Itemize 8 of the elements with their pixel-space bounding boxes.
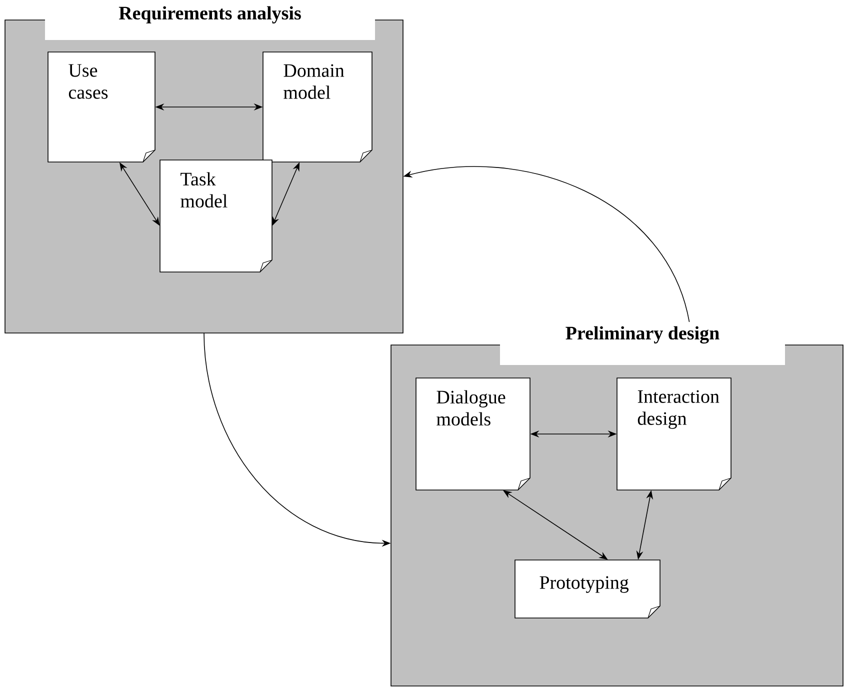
panel-heading: Requirements analysis bbox=[45, 0, 375, 40]
document-box: Dialogue models bbox=[416, 378, 530, 490]
panel-heading: Preliminary design bbox=[500, 320, 785, 365]
document-box: Interaction design bbox=[616, 378, 732, 490]
document-box: Use cases bbox=[48, 52, 156, 162]
document-box: Prototyping bbox=[514, 560, 660, 618]
document-box: Domain model bbox=[262, 52, 372, 162]
document-box: Task model bbox=[160, 160, 272, 272]
